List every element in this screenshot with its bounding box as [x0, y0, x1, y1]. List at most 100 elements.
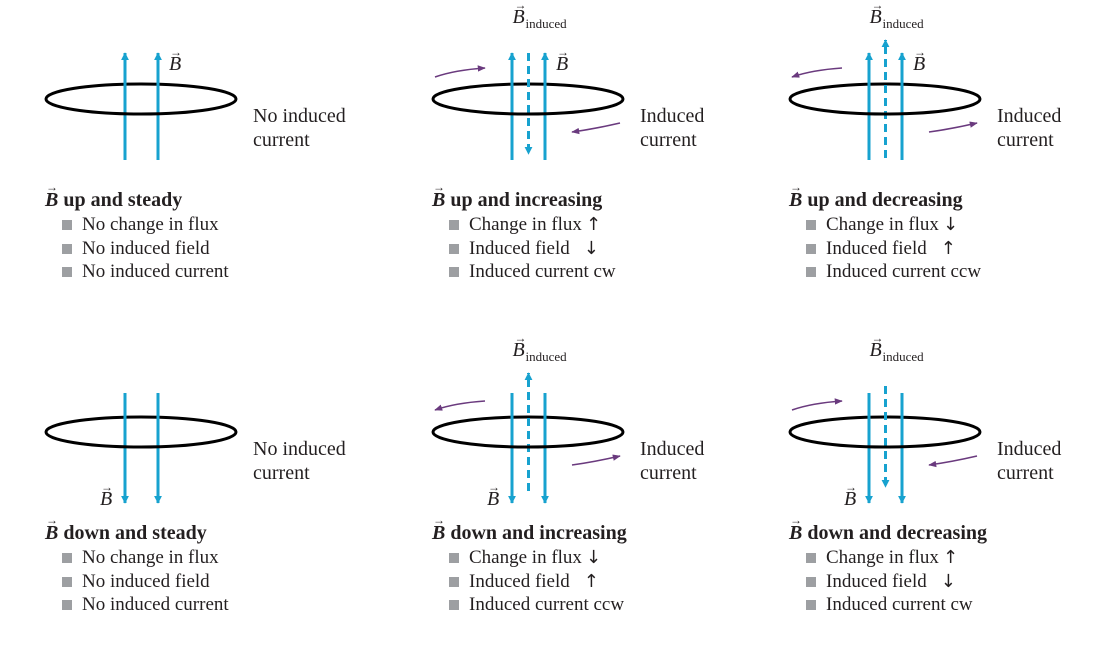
bullet-text: Change in flux: [469, 214, 582, 235]
current-arrow-icon: [928, 121, 978, 133]
panel-bullet-list: Change in flux↑Induced field↓Induced cur…: [806, 546, 973, 617]
loop-back: [44, 82, 238, 100]
bullet-item: No change in flux: [62, 213, 229, 237]
bullet-square-icon: [449, 553, 459, 563]
loop-front: [431, 431, 625, 449]
bullet-square-icon: [62, 576, 72, 587]
field-label: B: [100, 488, 112, 510]
bullet-item: Change in flux↓: [806, 213, 981, 237]
induced-subscript: induced: [526, 349, 568, 364]
bullet-text: Induced current ccw: [826, 261, 982, 282]
loop-front: [44, 98, 238, 116]
current-label-line: current: [640, 129, 697, 151]
bullet-item: Change in flux↓: [449, 546, 624, 570]
bullet-square-icon: [449, 576, 459, 587]
vector-arrow-icon: →: [557, 45, 569, 59]
current-label-line: No induced: [253, 438, 346, 460]
bullet-text: Change in flux: [826, 214, 939, 235]
field-label: B: [487, 488, 499, 510]
bullet-text: Induced current cw: [469, 261, 616, 282]
bullet-square-icon: [449, 220, 459, 230]
current-label-line: current: [253, 462, 310, 484]
current-arrow-icon: [791, 398, 843, 411]
current-label-line: No induced: [253, 105, 346, 127]
panel-bullet-list: Change in flux↑Induced field ↓Induced cur…: [449, 213, 616, 284]
current-arrow-icon: [791, 67, 843, 78]
bullet-text: Induced field: [826, 237, 927, 259]
current-arrow-icon: [434, 400, 486, 411]
loop-back: [788, 82, 982, 100]
bullet-square-icon: [806, 267, 816, 277]
current-label-line: Induced: [997, 105, 1062, 127]
bullet-square-icon: [449, 267, 459, 277]
vector-arrow-icon: →: [515, 331, 527, 345]
current-label-line: current: [997, 462, 1054, 484]
loop-front: [431, 98, 625, 116]
current-label-line: current: [997, 129, 1054, 151]
bullet-square-icon: [806, 553, 816, 563]
panel-title: B up and steady: [45, 175, 182, 212]
bullet-text: Change in flux: [469, 547, 582, 568]
arrow-down-icon: ↓: [585, 547, 602, 568]
bullet-text: Induced current cw: [826, 594, 973, 615]
panel-title: B up and decreasing: [789, 175, 963, 212]
arrow-down-icon: ↓: [940, 570, 956, 592]
field-symbol: B: [432, 175, 445, 212]
induced-subscript: induced: [526, 16, 568, 31]
panel-bullet-list: Change in flux↓Induced field↑Induced cur…: [449, 546, 624, 617]
bullet-square-icon: [62, 267, 72, 277]
loop-back: [44, 415, 238, 433]
arrow-up-icon: ↑: [583, 570, 599, 592]
bullet-item: Induced current ccw: [806, 260, 981, 284]
bullet-item: Induced field↑: [449, 570, 624, 594]
bullet-item: Induced current cw: [449, 260, 616, 284]
panel-bullet-list: Change in flux↓Induced field↑Induced cur…: [806, 213, 981, 284]
loop-front: [788, 431, 982, 449]
bullet-item: Induced current ccw: [449, 593, 624, 617]
field-symbol: B: [789, 175, 802, 212]
bullet-text: No induced current: [82, 261, 229, 282]
induced-field-label: B: [870, 6, 882, 28]
current-label-line: current: [640, 462, 697, 484]
induced-subscript: induced: [883, 349, 925, 364]
bullet-item: No induced current: [62, 593, 229, 617]
field-symbol: B: [789, 508, 802, 545]
arrow-down-icon: ↓: [942, 214, 959, 235]
panel-title-text: down and decreasing: [807, 522, 988, 544]
field-symbol: B: [432, 508, 445, 545]
induced-field-label: B: [870, 339, 882, 361]
bullet-text: Change in flux: [826, 547, 939, 568]
field-label: B: [844, 488, 856, 510]
panel-drawing: B→: [44, 393, 238, 510]
current-arrow-icon: [434, 65, 486, 78]
panel-title: B down and decreasing: [789, 508, 988, 545]
bullet-square-icon: [806, 243, 816, 254]
bullet-item: Change in flux↑: [806, 546, 973, 570]
bullet-item: Change in flux↑: [449, 213, 616, 237]
arrow-down-icon: ↓: [583, 237, 599, 259]
arrow-up-icon: ↑: [942, 547, 959, 568]
bullet-square-icon: [449, 600, 459, 610]
vector-arrow-icon: →: [170, 45, 182, 59]
vector-arrow-icon: →: [914, 45, 926, 59]
bullet-square-icon: [806, 576, 816, 587]
panel-title-text: down and steady: [63, 522, 207, 544]
bullet-square-icon: [806, 600, 816, 610]
current-arrow-icon: [571, 454, 621, 466]
bullet-text: Induced field: [469, 237, 570, 259]
panel-drawing: B→: [44, 45, 238, 160]
bullet-item: Induced field↓: [806, 570, 973, 594]
panel-title: B up and increasing: [432, 175, 602, 212]
